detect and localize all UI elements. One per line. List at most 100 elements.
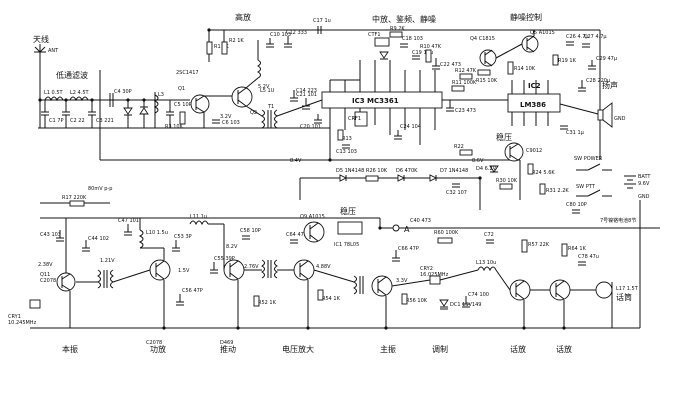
right-vertical-rail	[519, 160, 641, 328]
capacitor-c21	[302, 98, 310, 110]
v-annot-9: 8.6V	[472, 158, 484, 164]
capacitor-c72	[486, 239, 494, 244]
capacitor-c1	[41, 100, 49, 128]
c31-label: C31 1μ	[566, 130, 585, 136]
r10-label: R10 47K	[420, 44, 442, 50]
q12-type: C2078	[146, 340, 162, 346]
junction-dots	[38, 28, 566, 330]
c66-label: C66 47P	[398, 246, 419, 252]
antenna-symbol	[34, 44, 46, 95]
inductor-l5	[257, 40, 261, 79]
q4-label: Q4 C1815	[470, 36, 495, 42]
batt-label: BATT	[638, 174, 651, 180]
zener-d4	[489, 165, 499, 173]
v-annot-2: 1.21V	[100, 258, 115, 264]
r52-label: R52 1K	[258, 300, 277, 306]
inductor-l1	[44, 96, 64, 102]
r17-label: R17 220K	[62, 195, 87, 201]
c78-label: C78 47u	[578, 254, 599, 260]
transistor-q17	[509, 279, 531, 301]
c19-label: C19 10μ	[412, 50, 434, 56]
ceramic-filter-ctf	[374, 37, 390, 47]
c26-label: C26 4.7μ	[566, 34, 589, 40]
r9-label: R9 2K	[390, 26, 405, 32]
ic2-label: IC2	[528, 82, 541, 90]
l1-label: L1 0.5T	[44, 90, 64, 96]
voltage-reg-label: 稳压	[496, 132, 512, 142]
push-stage-label: 推动	[220, 344, 236, 354]
middle-supply-rail	[99, 70, 520, 161]
l5-label: L5 1U	[260, 88, 275, 94]
r24-label: R24 5.6K	[532, 170, 555, 176]
capacitor-c47	[124, 224, 132, 236]
transformer-t1	[261, 109, 278, 129]
q9-label: Q9 A1015	[300, 214, 325, 220]
c53-label: C53 3P	[174, 234, 192, 240]
c4-label: C4 30P	[114, 89, 132, 95]
r19-label: R19 1K	[558, 58, 577, 64]
r3-label: R3 10K	[165, 124, 184, 130]
capacitor-c44	[82, 240, 90, 252]
diode-d5	[339, 174, 348, 182]
c17-label: C17 1u	[313, 18, 331, 24]
capacitor-c32	[452, 183, 460, 188]
capacitor-c64	[290, 239, 298, 244]
c64-label: C64 47P	[286, 232, 307, 238]
v-annot-3: 1.5V	[178, 268, 190, 274]
transistor-q18	[549, 279, 571, 301]
c6-label: C6 103	[222, 120, 240, 126]
resistor-r24	[527, 163, 534, 175]
resistor-r57	[521, 239, 528, 253]
preamp-label-2: 话放	[556, 344, 572, 354]
capacitor-c29	[588, 60, 596, 70]
ptt-switch[interactable]	[576, 189, 612, 197]
lm386-pins	[511, 80, 549, 126]
r30-label: R30 10K	[496, 178, 518, 184]
transistor-q2	[231, 86, 253, 108]
l2-label: L2 4.5T	[70, 90, 90, 96]
c44-label: C44 102	[88, 236, 109, 242]
capacitor-c58	[242, 235, 250, 240]
capacitor-c27	[582, 43, 590, 48]
c32-label: C32 107	[446, 190, 467, 196]
capacitor-c66	[392, 250, 400, 262]
power-switch[interactable]	[576, 163, 612, 171]
q1-label: Q1	[178, 86, 185, 92]
r13-label: R13	[342, 136, 352, 142]
l10-label: L10 1.5u	[146, 230, 168, 236]
crf-label: CRF1	[348, 116, 361, 122]
capacitor-c22	[432, 58, 440, 70]
r2-label: R2 1K	[229, 38, 244, 44]
l13-label: L13 10u	[476, 260, 496, 266]
inductor-l2	[69, 96, 89, 102]
resistor-r31	[539, 183, 546, 195]
q1-type: 2SC1417	[176, 70, 199, 76]
resistor-r54	[317, 289, 324, 301]
modulation-label: 调制	[432, 344, 448, 354]
d5-label: D5 1N4148	[336, 168, 364, 174]
q2-label: Q2	[250, 110, 257, 116]
d7-label: D7 1N4148	[440, 168, 468, 174]
battery	[624, 175, 636, 189]
v-annot-8: 8.4V	[290, 158, 302, 164]
c74-label: C74 100	[468, 292, 489, 298]
resistor-r3	[179, 111, 186, 125]
cry2-freq: 16.025MHz	[420, 272, 449, 278]
cry1-freq: 10.245MHz	[8, 320, 37, 326]
resistor-r26	[365, 175, 379, 182]
resistor-r30	[499, 183, 513, 190]
capacitor-c80	[572, 209, 580, 214]
crystal-cry1	[29, 299, 41, 309]
lm386-label: LM386	[520, 101, 546, 109]
voltage-reg2-label: 稳压	[340, 206, 356, 216]
c2-label: C2 22	[70, 118, 85, 124]
microphone-icon	[595, 281, 613, 299]
ceramic-filter-crf	[354, 111, 368, 127]
q11-label: Q11	[40, 272, 50, 278]
resistor-r60	[437, 237, 453, 244]
c72-label: C72	[484, 232, 494, 238]
sw-power-label: SW POWER	[574, 156, 603, 162]
capacitor-c14	[290, 90, 298, 102]
q13-type: D469	[220, 340, 233, 346]
